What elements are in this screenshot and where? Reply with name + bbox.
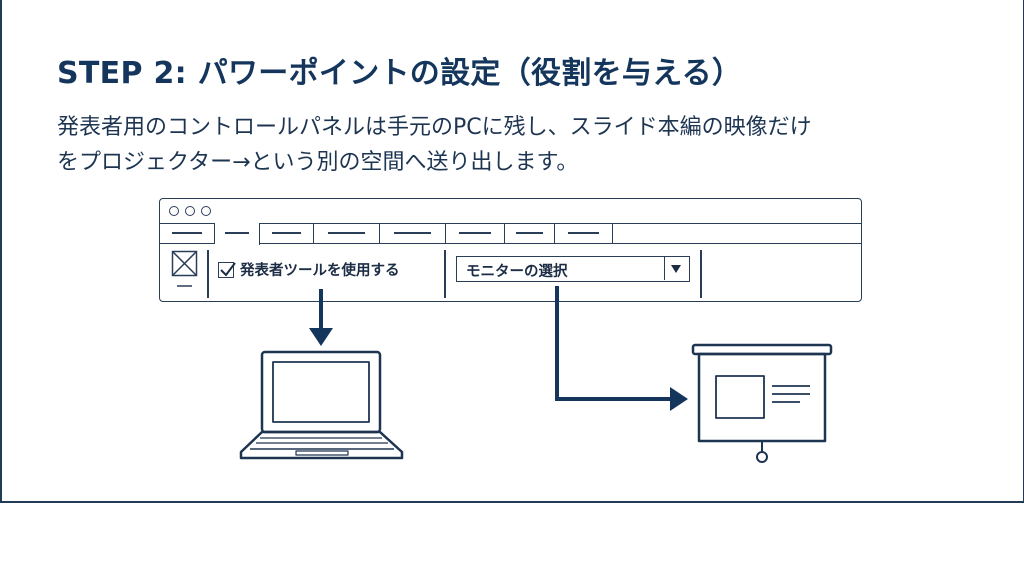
monitor-select[interactable]: モニターの選択 — [456, 256, 690, 282]
checkmark-icon — [220, 261, 236, 277]
ribbon-tab-6[interactable] — [446, 223, 505, 243]
description-line-2: をプロジェクター→という別の空間へ送り出します。 — [57, 150, 579, 175]
ribbon-tab-4[interactable] — [314, 223, 380, 243]
monitor-select-value: モニターの選択 — [466, 264, 568, 280]
monitor-select-dropdown-button[interactable] — [664, 257, 689, 280]
ribbon-tab-7[interactable] — [505, 223, 555, 243]
app-window: 発表者ツールを使用する モニターの選択 — [159, 198, 862, 302]
window-titlebar — [160, 199, 861, 224]
arrow-to-laptop — [309, 289, 333, 346]
window-control-dot-3[interactable] — [201, 206, 211, 216]
ribbon-tab-1[interactable] — [160, 223, 215, 243]
presenter-view-option[interactable]: 発表者ツールを使用する — [218, 259, 400, 280]
triangle-down-icon — [671, 265, 681, 273]
ribbon-tab-bar — [160, 223, 861, 245]
frame-left-border — [0, 0, 2, 502]
frame-right-border — [1022, 0, 1024, 502]
ribbon-tab-2-active[interactable] — [215, 223, 260, 245]
slide-description: 発表者用のコントロールパネルは手元のPCに残し、スライド本編の映像だけ をプロジ… — [57, 110, 812, 180]
presenter-view-label: 発表者ツールを使用する — [240, 263, 400, 279]
ribbon-tab-8[interactable] — [555, 223, 613, 243]
ribbon-tab-3[interactable] — [260, 223, 314, 243]
ribbon-tab-5[interactable] — [380, 223, 446, 243]
close-box-icon[interactable] — [171, 250, 199, 290]
ribbon-separator-1 — [207, 250, 209, 298]
frame-bottom-border — [0, 501, 1024, 503]
window-control-dot-1[interactable] — [169, 206, 179, 216]
ribbon-separator-2 — [444, 250, 446, 298]
slide-title: STEP 2: パワーポイントの設定（役割を与える） — [57, 56, 743, 91]
laptop-icon — [239, 350, 404, 460]
projector-screen-icon — [691, 343, 833, 463]
ribbon-content: 発表者ツールを使用する モニターの選択 — [160, 244, 861, 301]
arrow-to-projector — [555, 286, 688, 411]
window-control-dot-2[interactable] — [185, 206, 195, 216]
description-line-1: 発表者用のコントロールパネルは手元のPCに残し、スライド本編の映像だけ — [57, 115, 812, 140]
ribbon-separator-3 — [700, 250, 702, 298]
presenter-view-checkbox[interactable] — [218, 261, 236, 278]
